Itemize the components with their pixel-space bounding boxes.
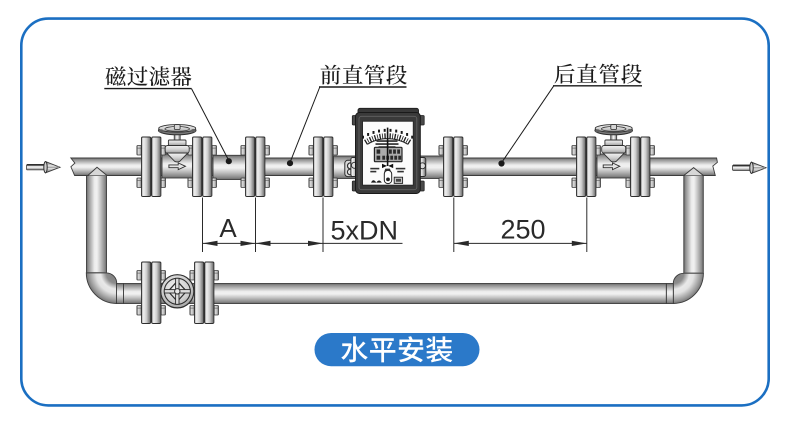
svg-text:A: A bbox=[219, 213, 237, 243]
svg-text:250: 250 bbox=[500, 215, 545, 245]
svg-text:5xDN: 5xDN bbox=[331, 215, 399, 245]
